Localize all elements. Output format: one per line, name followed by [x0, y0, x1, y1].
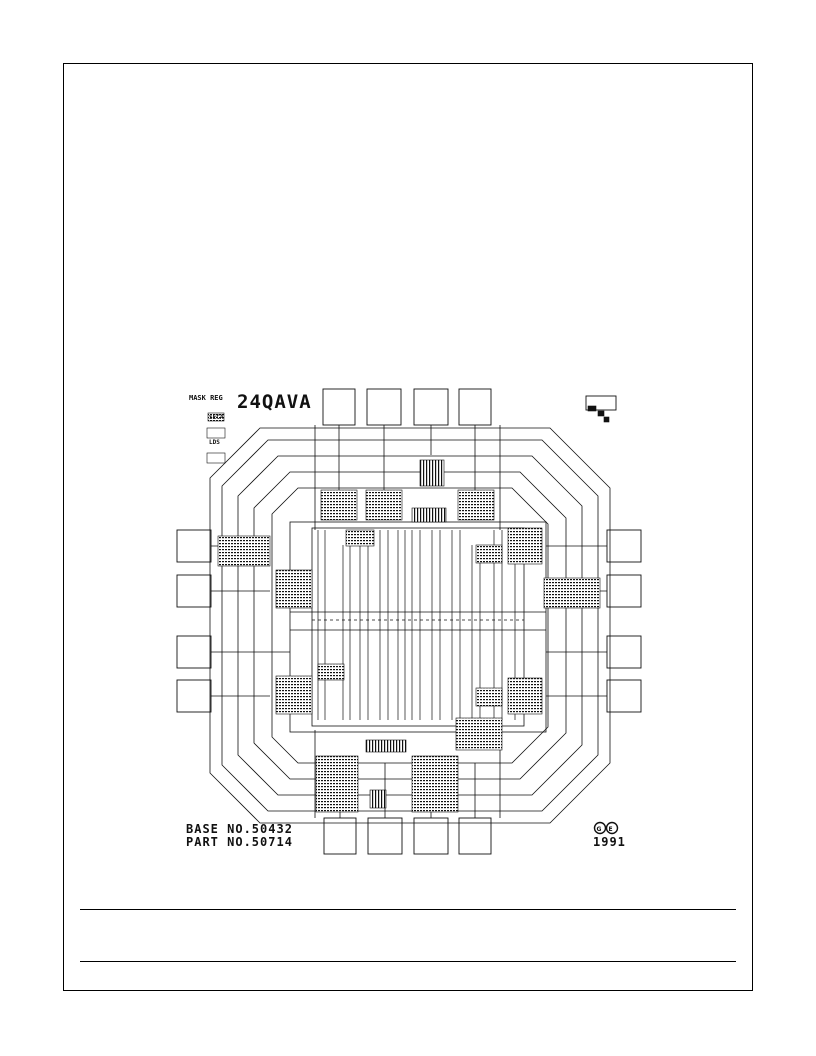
- die-id-label: 24QAVA: [237, 391, 312, 413]
- year-label: 1991: [593, 835, 626, 849]
- lower-rule: [80, 961, 736, 962]
- logic-blocks: [207, 405, 610, 813]
- mask-reference-label: MASK REG: [189, 394, 223, 402]
- block-a-label: SECA: [209, 414, 224, 421]
- part-number-label: PART NO.50714: [186, 835, 293, 849]
- core-region: [289, 521, 547, 733]
- company-logo-icon: G E: [593, 821, 619, 835]
- base-number-label: BASE NO.50432: [186, 822, 293, 836]
- outer-ring: [209, 427, 611, 824]
- svg-text:G: G: [597, 826, 602, 833]
- upper-rule: [80, 909, 736, 910]
- ring-2: [221, 439, 599, 812]
- bond-pads: [176, 388, 642, 855]
- core-columns: [290, 530, 546, 720]
- ring-4: [253, 471, 567, 780]
- core-inner: [311, 527, 525, 727]
- svg-text:E: E: [609, 826, 613, 833]
- small-boxes: [206, 427, 226, 464]
- block-b-label: LDS: [209, 439, 220, 446]
- page-frame: [63, 63, 753, 991]
- ring-3: [237, 455, 583, 796]
- ring-5: [271, 487, 549, 764]
